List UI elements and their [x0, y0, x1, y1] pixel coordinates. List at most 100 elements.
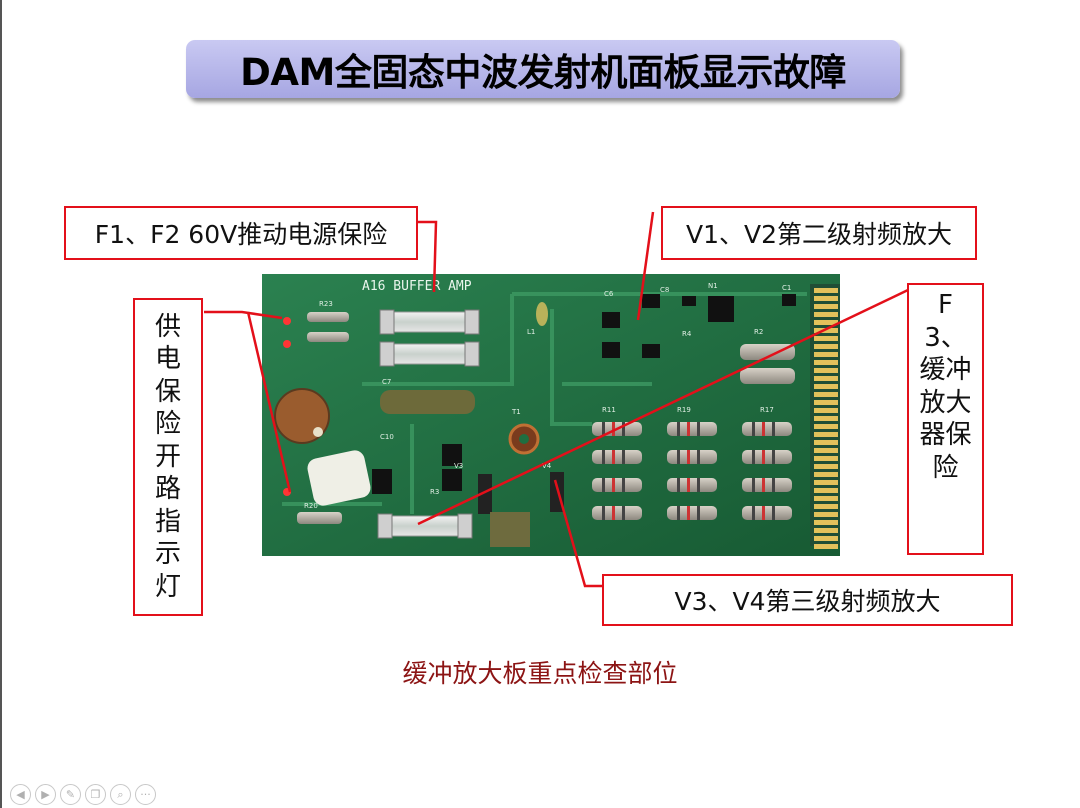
resistor — [592, 478, 642, 492]
circuit-board-photo: A16 BUFFER AMP R23 R20 R2 R3 R4 R11 R17 … — [262, 274, 840, 556]
resistor-band — [772, 506, 775, 520]
component-label: R4 — [682, 330, 692, 338]
resistor — [742, 422, 792, 436]
board-silkscreen-title: A16 BUFFER AMP — [362, 279, 472, 294]
resistor-band — [697, 506, 700, 520]
component-label: R2 — [754, 328, 763, 336]
resistor — [740, 344, 795, 360]
resistor-band — [622, 478, 625, 492]
edge-connector-pin — [814, 480, 838, 485]
edge-connector-pin — [814, 424, 838, 429]
resistor-band — [772, 422, 775, 436]
resistor-band — [762, 422, 765, 436]
resistor-band — [622, 422, 625, 436]
edge-connector-pin — [814, 488, 838, 493]
prev-icon[interactable]: ◀ — [10, 784, 31, 805]
pen-icon[interactable]: ✎ — [60, 784, 81, 805]
callout-stage2-rf-text: V1、V2第二级射频放大 — [685, 220, 953, 249]
zoom-icon[interactable]: ⌕ — [110, 784, 131, 805]
resistor-band — [772, 450, 775, 464]
edge-connector-pin — [814, 464, 838, 469]
component-label: L1 — [527, 328, 535, 336]
component-label: C1 — [782, 284, 791, 292]
edge-connector-pin — [814, 440, 838, 445]
resistor-band — [677, 506, 680, 520]
copy-icon[interactable]: ❐ — [85, 784, 106, 805]
resistor-band — [697, 450, 700, 464]
resistor-band — [752, 422, 755, 436]
edge-connector-pin — [814, 496, 838, 501]
resistor-band — [677, 422, 680, 436]
edge-connector-pin — [814, 432, 838, 437]
callout-power-fuse-indicator-text: 供电保险开路指示灯 — [154, 311, 181, 602]
edge-connector-pin — [814, 304, 838, 309]
component-label: R11 — [602, 406, 616, 414]
component-label: N1 — [708, 282, 718, 290]
resistor-band — [677, 478, 680, 492]
component-label: C8 — [660, 286, 669, 294]
resistor-band — [612, 450, 615, 464]
edge-connector-pin — [814, 288, 838, 293]
slide-caption: 缓冲放大板重点检查部位 — [402, 659, 678, 688]
resistor-band — [687, 478, 690, 492]
edge-connector-pin — [814, 472, 838, 477]
resistor-band — [697, 478, 700, 492]
resistor — [667, 450, 717, 464]
resistor — [667, 506, 717, 520]
component-label: T1 — [511, 408, 521, 416]
resistor-band — [612, 506, 615, 520]
resistor-band — [622, 506, 625, 520]
resistor-band — [602, 450, 605, 464]
edge-connector-pin — [814, 360, 838, 365]
next-icon[interactable]: ▶ — [35, 784, 56, 805]
component-label: R23 — [319, 300, 333, 308]
resistor-band — [752, 450, 755, 464]
resistor-band — [752, 506, 755, 520]
resistor-band — [762, 450, 765, 464]
resistor — [740, 368, 795, 384]
resistor — [742, 478, 792, 492]
edge-connector-pin — [814, 520, 838, 525]
resistor-band — [752, 478, 755, 492]
resistor-band — [687, 506, 690, 520]
edge-connector-pin — [814, 536, 838, 541]
edge-connector-pin — [814, 392, 838, 397]
edge-connector-pin — [814, 336, 838, 341]
edge-connector-pin — [814, 400, 838, 405]
slide-title-bar: DAM全固态中波发射机面板显示故障 — [186, 40, 900, 98]
component-label: R20 — [304, 502, 318, 510]
resistor — [592, 506, 642, 520]
resistor-band — [762, 478, 765, 492]
edge-connector-pin — [814, 328, 838, 333]
callout-buffer-fuse-f3-text: F3、缓冲放大器保险 — [919, 290, 972, 483]
edge-connector-pin — [814, 312, 838, 317]
edge-connector-pin — [814, 408, 838, 413]
more-icon[interactable]: ··· — [135, 784, 156, 805]
resistor-band — [677, 450, 680, 464]
component-label: C10 — [380, 433, 394, 441]
resistor-band — [602, 478, 605, 492]
callout-fuse-f1f2-text: F1、F2 60V推动电源保险 — [94, 220, 388, 249]
resistor — [592, 450, 642, 464]
component-label: R19 — [677, 406, 691, 414]
edge-connector-pin — [814, 368, 838, 373]
component-label: C6 — [604, 290, 614, 298]
component-label: V3 — [454, 462, 463, 470]
resistor-band — [612, 478, 615, 492]
edge-connector-pin — [814, 384, 838, 389]
resistor-band — [602, 506, 605, 520]
edge-connector-pin — [814, 352, 838, 357]
resistor-band — [622, 450, 625, 464]
circuit-board-drawing: A16 BUFFER AMP R23 R20 R2 R3 R4 R11 R17 … — [262, 274, 840, 556]
edge-connector-pin — [814, 416, 838, 421]
edge-connector-pin — [814, 456, 838, 461]
edge-connector-pin — [814, 512, 838, 517]
edge-connector-pin — [814, 528, 838, 533]
component-label: C7 — [382, 378, 391, 386]
callout-stage3-rf-text: V3、V4第三级射频放大 — [674, 587, 941, 616]
component-label: R17 — [760, 406, 774, 414]
resistor — [742, 506, 792, 520]
edge-connector-pin — [814, 376, 838, 381]
slide-left-border — [0, 0, 2, 808]
resistor-band — [772, 478, 775, 492]
